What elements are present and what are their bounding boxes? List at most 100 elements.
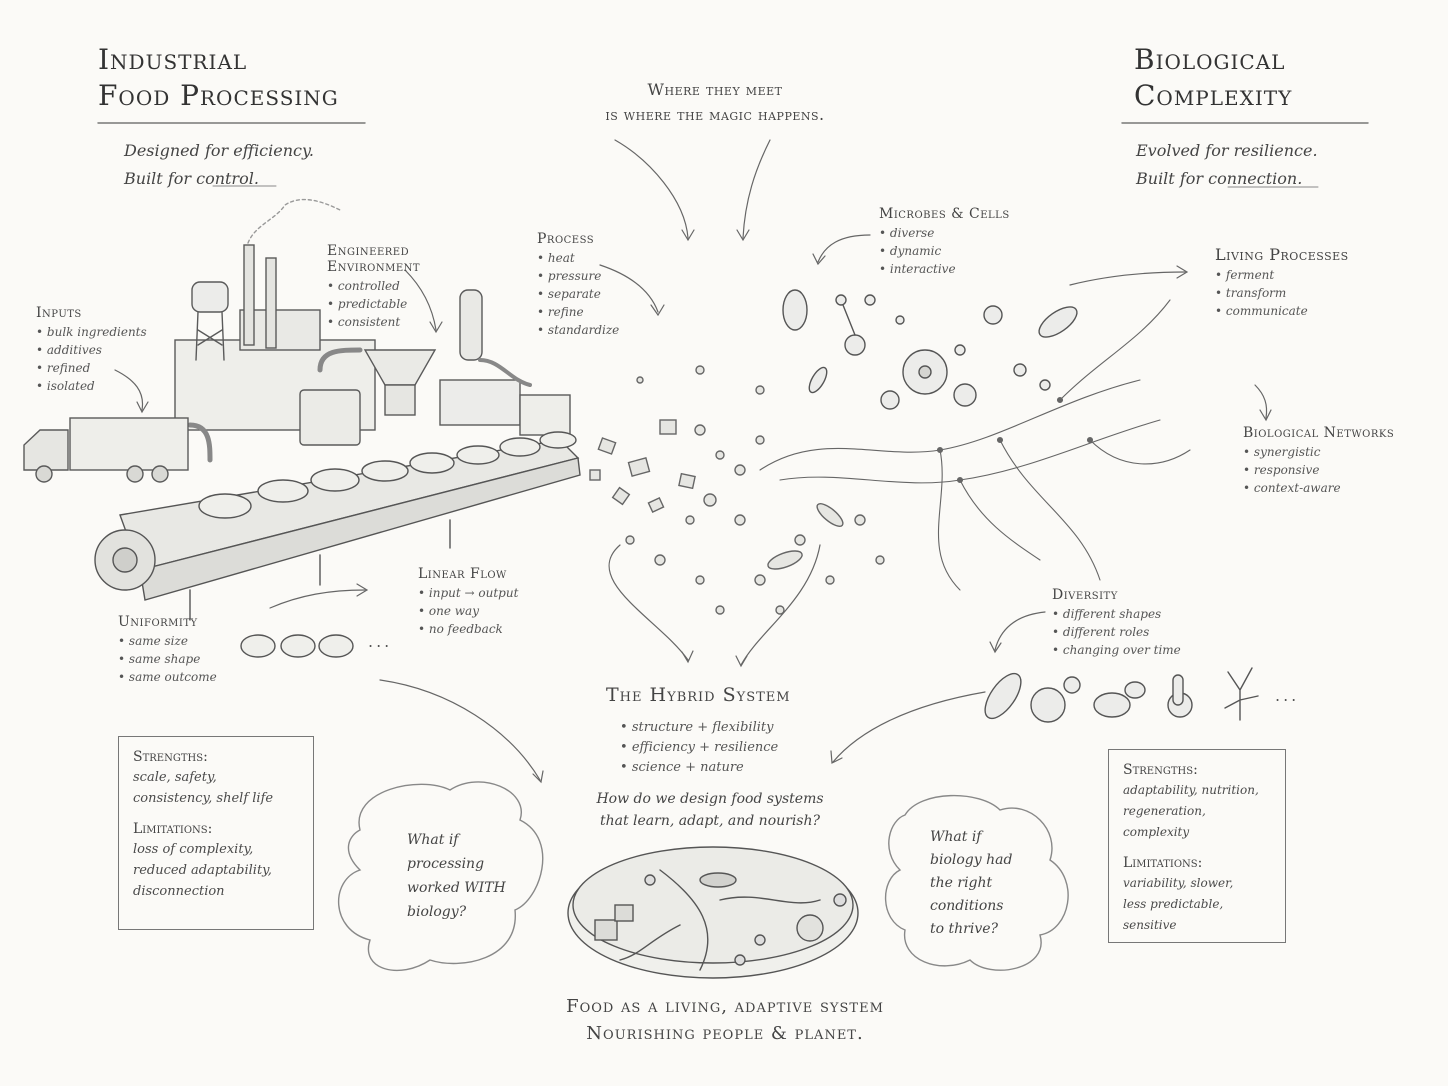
left-limitations-heading: Limitations: — [133, 821, 213, 837]
left-limitations-line3: disconnection — [133, 884, 225, 899]
footer-line2: Nourishing people & planet. — [586, 1023, 864, 1044]
left-strengths-line2: consistency, shelf life — [133, 791, 274, 806]
right-cloud-line4: conditions — [930, 898, 1004, 914]
right-limitations-heading: Limitations: — [1123, 855, 1203, 871]
list-item: no feedback — [418, 620, 518, 638]
center-caption: Where they meet is where the magic happe… — [555, 77, 875, 127]
list-item: science + nature — [620, 758, 778, 778]
list-item: context-aware — [1243, 479, 1394, 497]
right-title: Biological Complexity — [1134, 42, 1394, 114]
linear-heading: Linear Flow — [418, 566, 507, 582]
left-cloud-line2: processing — [407, 856, 485, 872]
left-cloud — [338, 781, 544, 972]
left-subtitle-line2: Built for control. — [124, 169, 259, 188]
list-item: synergistic — [1243, 443, 1394, 461]
left-cloud-text: What if processing worked WITH biology? — [407, 828, 506, 924]
diversity-shapes — [984, 667, 1259, 723]
list-item: same shape — [118, 650, 217, 668]
right-strengths-line1: adaptability, nutrition, — [1123, 783, 1259, 797]
list-item: controlled — [327, 277, 420, 295]
left-cloud-line1: What if — [407, 832, 459, 848]
truck-illustration — [23, 417, 189, 483]
right-cloud-line2: biology had — [930, 852, 1013, 868]
left-strengths-line1: scale, safety, — [133, 770, 217, 785]
left-limitations-line2: reduced adaptability, — [133, 863, 272, 878]
inputs-heading: Inputs — [36, 305, 82, 321]
left-subtitle: Designed for efficiency. Built for contr… — [124, 137, 314, 193]
right-limitations-line1: variability, slower, — [1123, 876, 1234, 890]
center-caption-line2: is where the magic happens. — [605, 105, 825, 124]
list-item: isolated — [36, 377, 147, 395]
microbes-heading: Microbes & Cells — [879, 206, 1010, 222]
diversity-label: Diversity different shapes different rol… — [1052, 587, 1181, 659]
microbes-illustration — [782, 289, 1078, 410]
hybrid-question-line2: that learn, adapt, and nourish? — [599, 813, 821, 829]
list-item: responsive — [1243, 461, 1394, 479]
hybrid-list: structure + flexibility efficiency + res… — [620, 718, 778, 778]
list-item: refine — [537, 303, 619, 321]
list-item: different roles — [1052, 623, 1181, 641]
right-cloud-text: What if biology had the right conditions… — [930, 826, 1012, 941]
networks-heading: Biological Networks — [1243, 425, 1395, 441]
list-item: additives — [36, 341, 147, 359]
left-subtitle-line1: Designed for efficiency. — [124, 141, 314, 160]
living-heading: Living Processes — [1215, 245, 1349, 264]
right-cloud — [884, 794, 1069, 971]
right-cloud-line1: What if — [930, 829, 982, 845]
left-limitations-line1: loss of complexity, — [133, 842, 254, 857]
list-item: bulk ingredients — [36, 323, 147, 341]
microbes-label: Microbes & Cells diverse dynamic interac… — [879, 206, 1010, 278]
center-caption-line1: Where they meet — [647, 80, 783, 99]
list-item: ferment — [1215, 266, 1349, 284]
diversity-heading: Diversity — [1052, 587, 1118, 603]
right-title-line1: Biological — [1134, 43, 1286, 76]
networks-label: Biological Networks synergistic responsi… — [1243, 425, 1394, 497]
network-illustration — [759, 299, 1191, 591]
list-item: dynamic — [879, 242, 1010, 260]
list-item: interactive — [879, 260, 1010, 278]
left-cloud-line4: biology? — [407, 904, 467, 920]
right-limitations-line2: less predictable, — [1123, 897, 1224, 911]
footer-caption: Food as a living, adaptive system Nouris… — [500, 993, 950, 1047]
list-item: diverse — [879, 224, 1010, 242]
left-strengths-heading: Strengths: — [133, 749, 208, 765]
uniform-disks — [240, 634, 354, 658]
uniformity-ellipsis: ... — [368, 632, 393, 651]
uniformity-heading: Uniformity — [118, 614, 198, 630]
process-label: Process heat pressure separate refine st… — [537, 231, 619, 339]
right-cloud-line5: to thrive? — [930, 921, 999, 937]
left-strengths-box: Strengths: scale, safety, consistency, s… — [118, 736, 314, 930]
right-strengths-heading: Strengths: — [1123, 762, 1198, 778]
list-item: pressure — [537, 267, 619, 285]
left-title: Industrial Food Processing — [98, 42, 378, 114]
list-item: one way — [418, 602, 518, 620]
engineered-heading-line1: Engineered — [327, 243, 410, 259]
left-cloud-line3: worked WITH — [407, 880, 506, 896]
footer-line1: Food as a living, adaptive system — [566, 996, 884, 1017]
list-item: heat — [537, 249, 619, 267]
engineered-label: Engineered Environment controlled predic… — [327, 243, 420, 331]
particle-field — [589, 365, 885, 615]
uniformity-label: Uniformity same size same shape same out… — [118, 614, 217, 686]
right-subtitle-line2: Built for connection. — [1136, 169, 1303, 188]
hybrid-question: How do we design food systems that learn… — [560, 788, 860, 832]
conveyor-disks — [198, 431, 577, 519]
factory-illustration — [174, 198, 571, 463]
left-title-line1: Industrial — [98, 43, 248, 76]
list-item: same outcome — [118, 668, 217, 686]
list-item: changing over time — [1052, 641, 1181, 659]
list-item: same size — [118, 632, 217, 650]
right-title-line2: Complexity — [1134, 79, 1293, 112]
list-item: transform — [1215, 284, 1349, 302]
hybrid-question-line1: How do we design food systems — [596, 791, 824, 807]
list-item: structure + flexibility — [620, 718, 778, 738]
linear-label: Linear Flow input → output one way no fe… — [418, 566, 518, 638]
list-item: different shapes — [1052, 605, 1181, 623]
list-item: input → output — [418, 584, 519, 602]
process-heading: Process — [537, 231, 595, 247]
right-subtitle: Evolved for resilience. Built for connec… — [1136, 137, 1318, 193]
right-limitations-line3: sensitive — [1123, 918, 1177, 932]
left-title-line2: Food Processing — [98, 79, 339, 112]
right-cloud-line3: the right — [930, 875, 993, 891]
diversity-ellipsis: ... — [1275, 686, 1300, 705]
